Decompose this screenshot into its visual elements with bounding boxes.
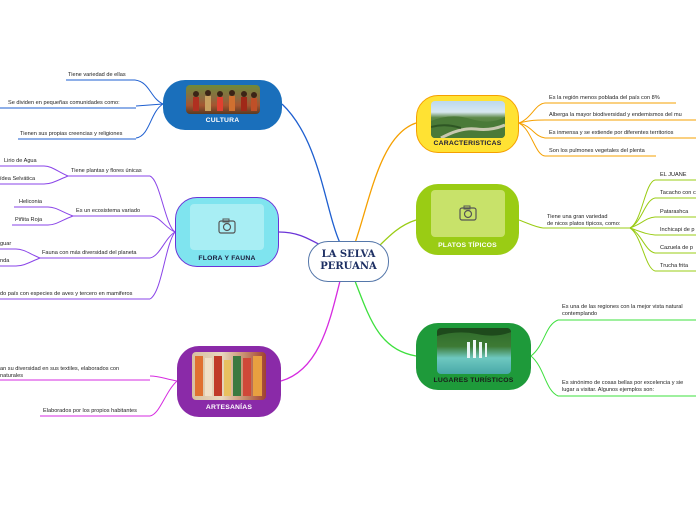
node-flora-fauna[interactable]: FLORA Y FAUNA: [175, 197, 279, 267]
platos-item-trucha[interactable]: Trucha frita: [660, 263, 689, 269]
node-caracteristicas-title: CARACTERISTICAS: [433, 140, 502, 147]
flora-sub-lirio[interactable]: Lirio de Agua: [4, 158, 37, 164]
caracteristicas-item-4[interactable]: Son los pulmones vegetales del plenta: [549, 148, 645, 154]
node-cultura-title: CULTURA: [205, 117, 240, 124]
node-platos-tipicos-title: PLATOS TÍPICOS: [438, 242, 497, 249]
platos-item-juane[interactable]: EL JUANE: [660, 172, 687, 178]
node-flora-fauna-title: FLORA Y FAUNA: [198, 255, 256, 262]
platos-item-patarashca[interactable]: Patarashca: [660, 209, 689, 215]
caracteristicas-item-3[interactable]: Es inmensa y se extiende por diferentes …: [549, 130, 674, 136]
central-topic-line2: PERUANA: [320, 261, 377, 272]
caracteristicas-item-1[interactable]: Es la región menos poblada del país con …: [549, 95, 660, 101]
flora-placeholder-image: [190, 204, 264, 250]
cultura-item-1[interactable]: Tiene variedad de ellas: [68, 72, 126, 78]
cultura-photo: [185, 85, 260, 114]
flora-item-ecosystem[interactable]: Es un ecosistema variado: [76, 208, 141, 214]
node-lugares-turisticos-title: LUGARES TURÍSTICOS: [433, 377, 514, 384]
platos-item-tacacho[interactable]: Tacacho con c: [660, 190, 696, 196]
lugares-item-2[interactable]: Es sinónimo de cosas bellas por excelenc…: [562, 380, 684, 386]
platos-item-cazuela[interactable]: Cazuela de p: [660, 245, 693, 251]
node-artesanias[interactable]: ARTESANÍAS: [177, 346, 281, 417]
node-platos-tipicos[interactable]: PLATOS TÍPICOS: [416, 184, 519, 255]
camera-icon: [458, 205, 477, 221]
node-artesanias-title: ARTESANÍAS: [205, 404, 253, 411]
artesanias-item-1b: naturales: [0, 373, 24, 379]
flora-item-fauna[interactable]: Fauna con más diversidad del planeta: [42, 250, 137, 256]
caracteristicas-photo: [430, 101, 505, 138]
flora-item-birds[interactable]: do país con especies de aves y tercero e…: [0, 291, 133, 297]
platos-intro-line2: de nicos platos típicos, como:: [547, 221, 621, 227]
cultura-item-2[interactable]: Se dividen en pequeñas comunidades como:: [8, 100, 120, 106]
flora-sub-idea[interactable]: ídea Selvática: [0, 176, 36, 182]
node-cultura[interactable]: CULTURA: [163, 80, 282, 130]
artesanias-item-1[interactable]: an su diversidad en sus textiles, elabor…: [0, 366, 120, 372]
central-topic-line1: LA SELVA: [321, 249, 376, 260]
flora-sub-panda[interactable]: nda: [0, 258, 10, 264]
node-lugares-turisticos[interactable]: LUGARES TURÍSTICOS: [416, 323, 531, 390]
cultura-item-3[interactable]: Tienen sus propias creencias y religione…: [20, 131, 123, 137]
lugares-item-1[interactable]: Es una de las regiones con la mejor vist…: [562, 304, 683, 310]
flora-item-plants[interactable]: Tiene plantas y flores únicas: [71, 168, 142, 174]
camera-icon: [218, 218, 236, 234]
caracteristicas-item-2[interactable]: Alberga la mayor biodiversidad y endemis…: [549, 112, 682, 118]
lugares-photo: [436, 328, 511, 374]
lugares-item-1b: contemplando: [562, 311, 598, 317]
node-caracteristicas[interactable]: CARACTERISTICAS: [416, 95, 519, 153]
platos-item-inchicapi[interactable]: Inchicapi de p: [660, 227, 695, 233]
central-topic[interactable]: LA SELVA PERUANA: [308, 241, 389, 282]
flora-sub-pinita[interactable]: Piñita Roja: [15, 217, 43, 223]
artesanias-item-2[interactable]: Elaborados por los propios habitantes: [43, 408, 137, 414]
lugares-item-2b: lugar a visitar. Algunos ejemplos son:: [562, 387, 655, 393]
flora-sub-heliconia[interactable]: Heliconia: [19, 199, 43, 205]
artesanias-photo: [192, 352, 266, 400]
platos-placeholder-image: [430, 190, 505, 237]
flora-sub-jaguar[interactable]: guar: [0, 241, 12, 247]
platos-intro-line1[interactable]: Tiene una gran variedad: [547, 214, 608, 220]
